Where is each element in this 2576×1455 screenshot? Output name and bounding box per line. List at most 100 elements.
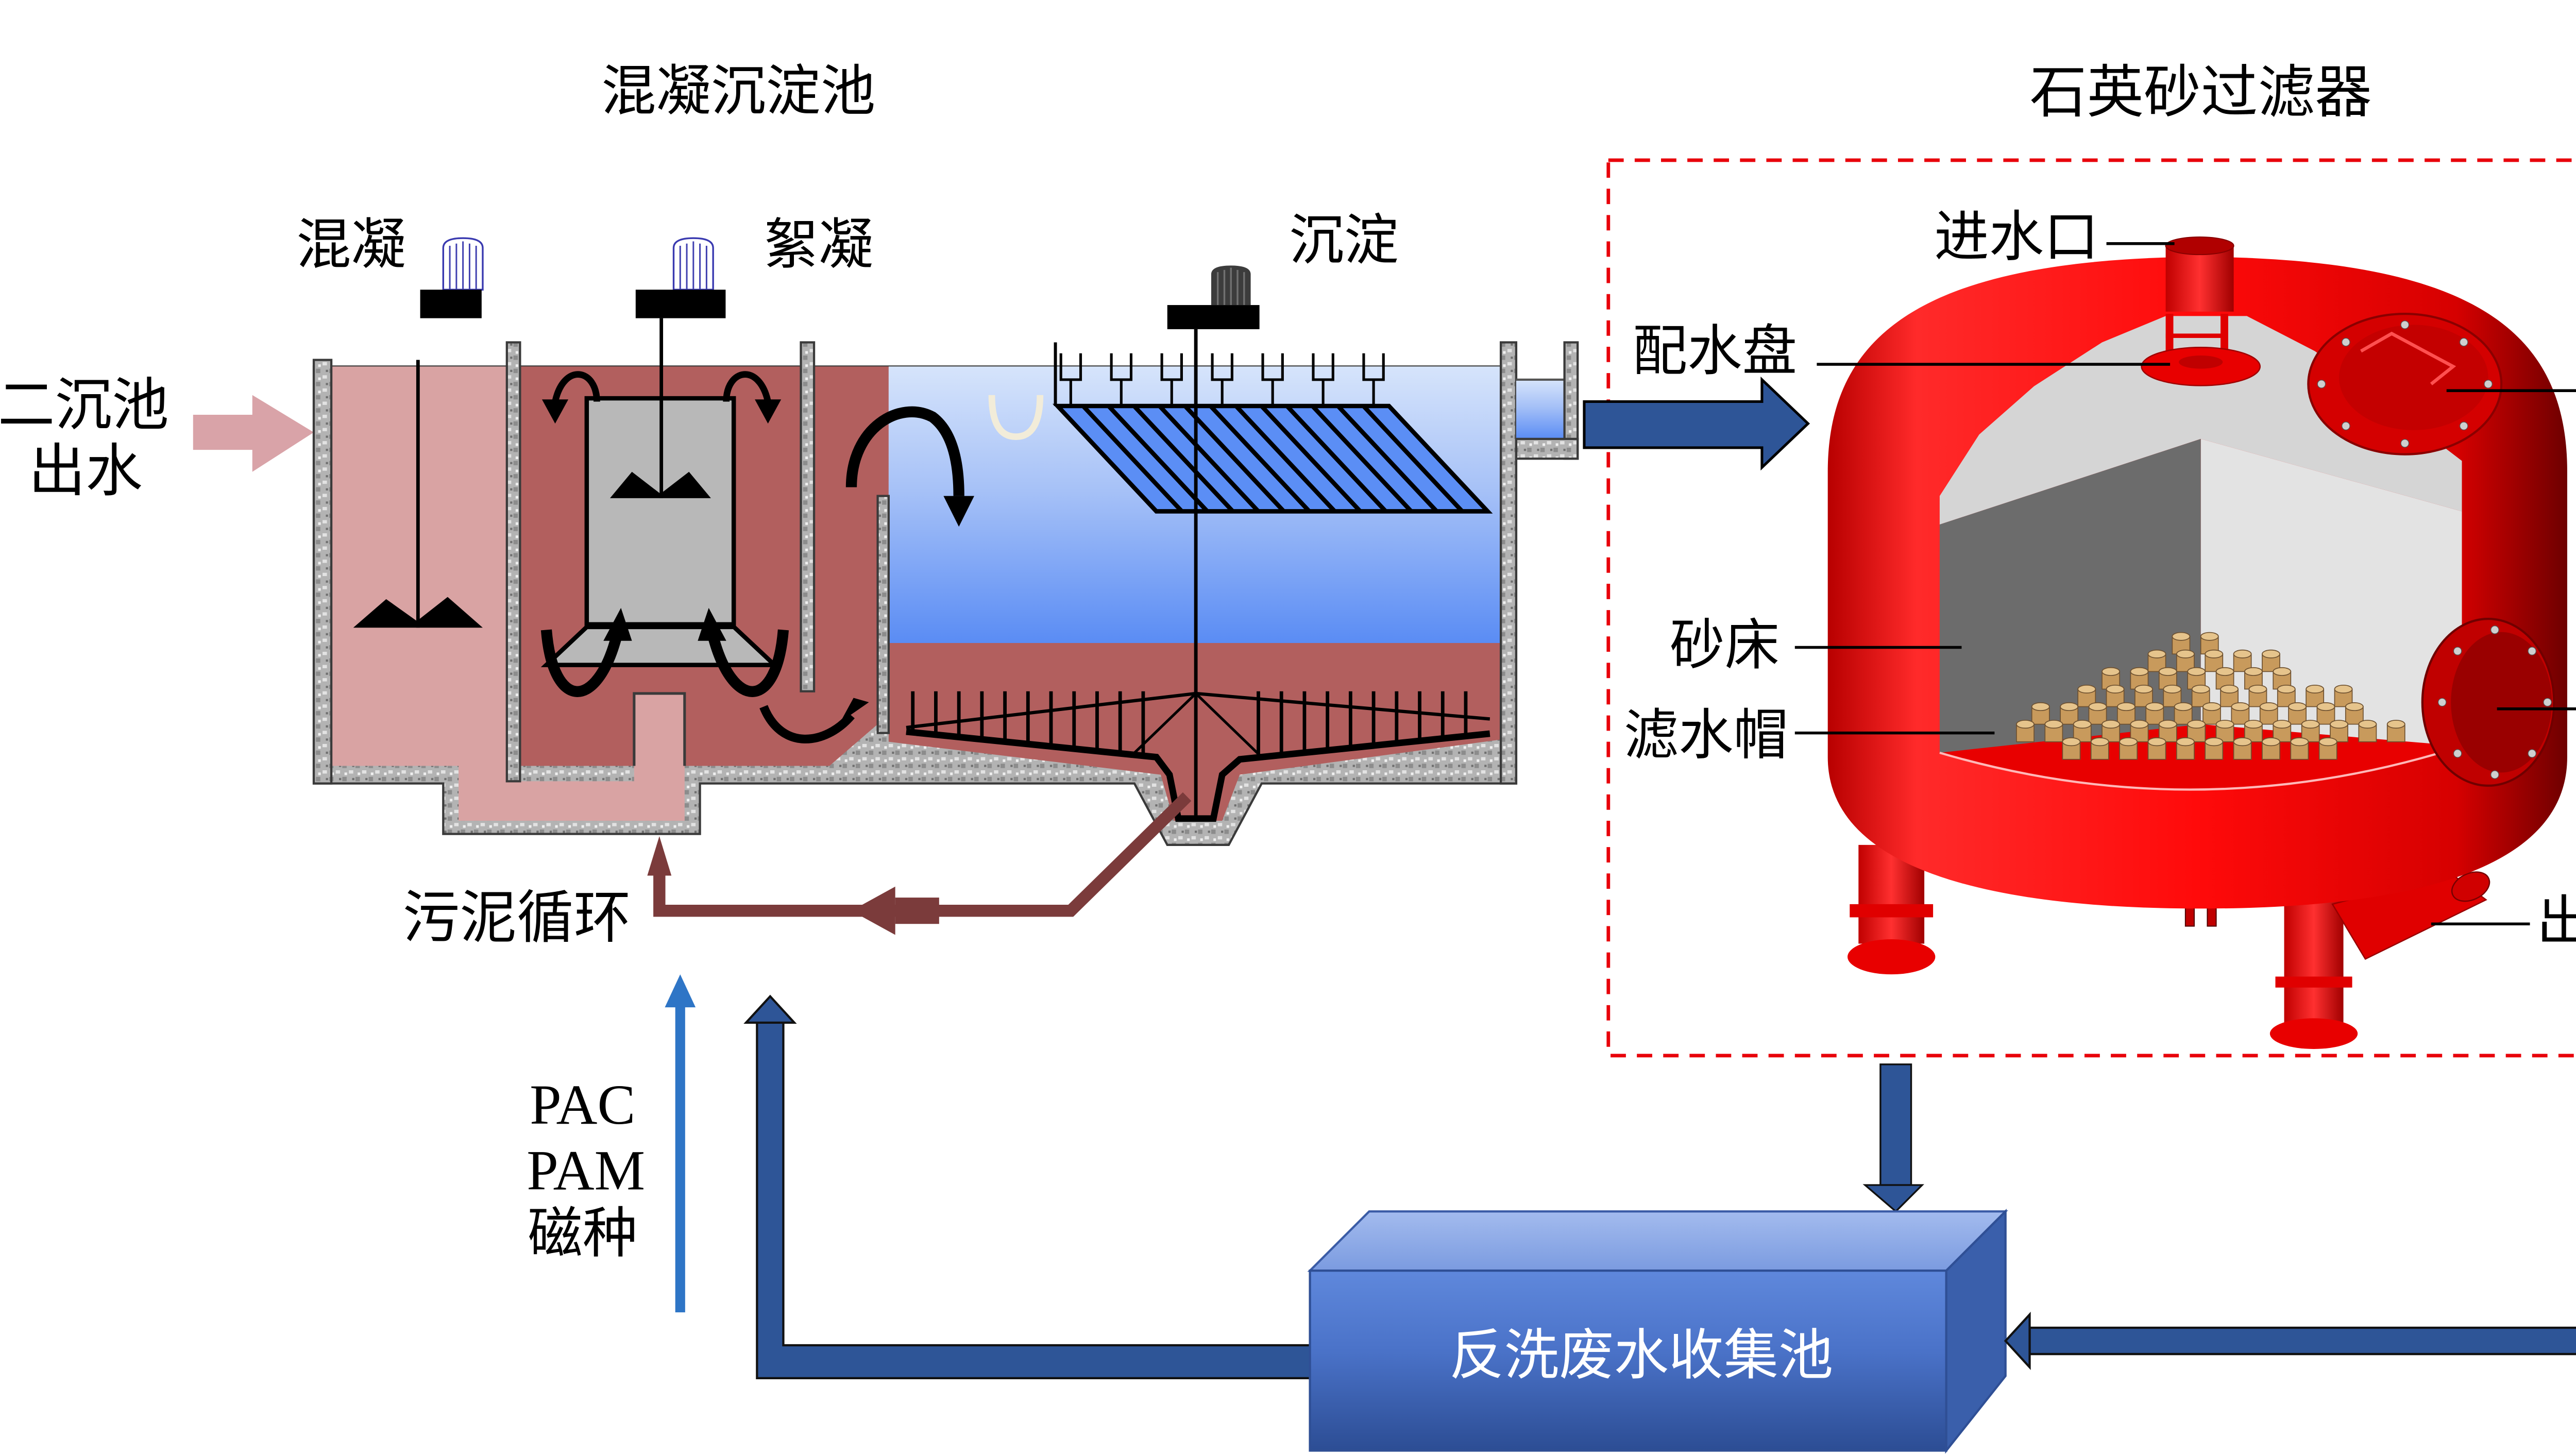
effluent-trough [1211,353,1233,406]
flow-arrow-icon [552,371,600,402]
effluent-trough [1362,353,1385,406]
backwash-tank-label: 反洗废水收集池 [1449,1325,1833,1386]
sludge-recycle-label: 污泥循环 [403,886,631,950]
media-port-handle [2360,331,2456,385]
lamella-plate-stripe [1107,404,1209,513]
bolt-icon [2400,439,2410,448]
filter-nozzle [2088,702,2107,725]
filter-nozzle [2044,720,2063,742]
sedimentation-internals [845,265,1493,822]
stage-label-sedimentation: 沉淀 [1289,211,1399,272]
nozzle-cap [2106,684,2125,693]
filter-nozzle [2174,702,2193,725]
influent-arrow [193,395,314,472]
filter-nozzle [2262,737,2280,760]
filter-nozzle [2259,702,2278,725]
nozzle-cap [2191,684,2210,693]
influent-label-line1: 二沉池 [0,374,169,437]
nozzle-cap [2145,702,2164,712]
sludge-arrowhead-up [647,836,672,876]
filter-nozzle [2290,737,2309,760]
ozone-catalytic-tower: 达标 O3 [2004,1311,2576,1371]
distributor-bracket [2165,333,2227,338]
motor-base [420,290,482,318]
bolt-icon [2459,337,2468,347]
nozzle-cap [2176,737,2195,747]
lamella-plate-stripe [1336,404,1438,513]
manhole-cover [2451,632,2552,773]
nozzle-cap [2031,702,2050,712]
nozzle-cap [2244,667,2263,676]
section-title-sand-filter: 石英砂过滤器 [2030,61,2372,124]
quartz-sand-filter: 进水口 配水盘 添加介 质孔 砂床 滤水帽 检修孔 出水口 [1583,158,2576,1213]
chemical-dosing: PAC PAM 磁种 [527,974,696,1313]
motor-fins [449,241,477,290]
filter-nozzle [2202,702,2221,725]
nozzle-cap [2345,702,2364,712]
scraper-lower-arm [906,728,1490,822]
nozzle-cap [2306,684,2325,693]
filter-feed-arrow [1583,376,1810,471]
dosing-label-magnetic-seed: 磁种 [528,1204,637,1264]
effluent-trough [1059,353,1082,406]
nozzle-cap [2172,632,2191,641]
nozzle-cap [2220,684,2239,693]
outlet-trough-water [1516,379,1565,439]
coag-sed-tank: 二沉池 出水 混凝 絮凝 沉淀 [0,211,1579,1380]
tank-baffle-floc [800,341,816,692]
label-inlet: 进水口 [1934,207,2098,268]
bolt-icon [2490,770,2499,779]
flocculation-mixer [540,237,869,743]
nozzle-cap [2077,684,2096,693]
nozzle-cap [2205,649,2224,658]
nozzle-cap [2147,737,2166,747]
flow-arrow-icon [707,629,789,697]
nozzle-cap [2062,737,2081,747]
lamella-plate-stripe [1285,404,1387,513]
nozzle-cap [2090,737,2109,747]
media-port-bolts [2317,320,2493,448]
effluent-trough [1160,353,1183,406]
filter-nozzle [2106,684,2125,707]
filter-nozzle [2176,649,2195,672]
nozzle-cap [2231,702,2250,712]
filter-nozzle [2316,702,2335,725]
outlet-trough-floor [1515,437,1579,460]
filter-nozzle [2215,720,2234,742]
nozzle-cap [2318,737,2337,747]
draft-tube-skirt [540,624,781,667]
flow-arrowhead-icon [755,399,782,424]
lamella-plate-stripe [1081,404,1184,513]
filter-nozzle [2145,702,2164,725]
bolt-icon [2317,380,2326,388]
filter-nozzle [2077,684,2096,707]
filter-nozzle [2288,702,2307,725]
nozzle-cap [2215,667,2234,676]
nozzle-plate-edge [1939,745,2463,791]
nozzle-cap [2119,737,2138,747]
scraper-tines [911,691,1468,758]
motor-fins [1217,267,1245,306]
lamella-plate-stripe [1260,404,1362,513]
nozzle-cap [2262,737,2280,747]
nozzle-cap [2117,702,2136,712]
scraper-brace [1129,692,1263,758]
nozzle-cap [2273,720,2292,729]
sludge-arrowhead-left [851,886,895,935]
bolt-icon [2543,698,2552,707]
nozzle-cap [2330,720,2348,729]
filter-nozzles [2016,632,2405,760]
flow-arrowhead-icon [698,607,726,641]
nozzle-cap [2301,720,2320,729]
filter-nozzle [2031,702,2050,725]
tank-wall-left [312,359,333,785]
nozzle-cap [2259,702,2278,712]
label-sand-bed: 砂床 [1670,615,1780,676]
label-outlet: 出水口 [2536,892,2576,953]
filter-leg-flange [1850,904,1934,918]
mixer-impeller [353,597,483,628]
nozzle-cap [2073,720,2092,729]
bolt-icon [2437,698,2447,707]
filter-nozzle [2187,720,2206,742]
